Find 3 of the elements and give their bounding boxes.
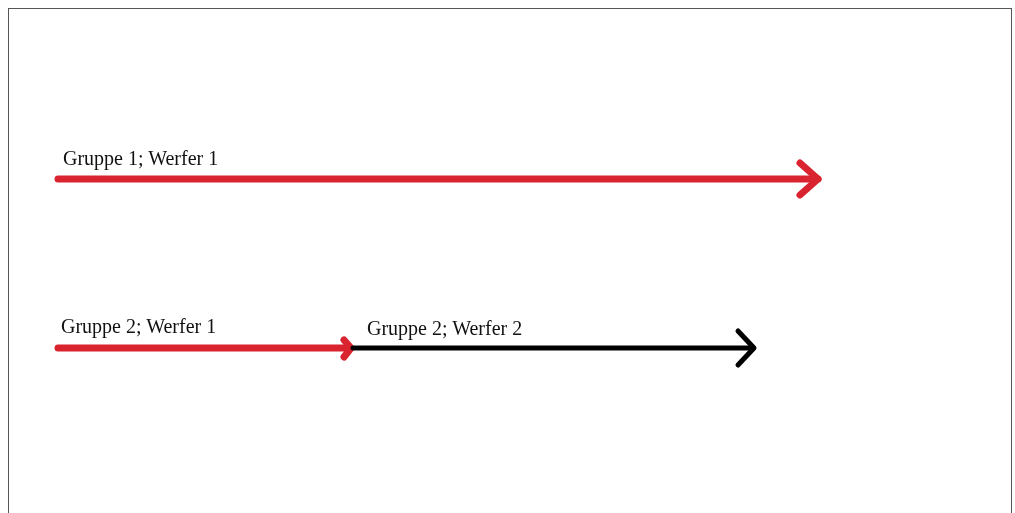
arrow-label: Gruppe 2; Werfer 1 — [61, 315, 217, 338]
arrow-label: Gruppe 2; Werfer 2 — [367, 317, 523, 340]
arrow-label: Gruppe 1; Werfer 1 — [63, 147, 219, 170]
